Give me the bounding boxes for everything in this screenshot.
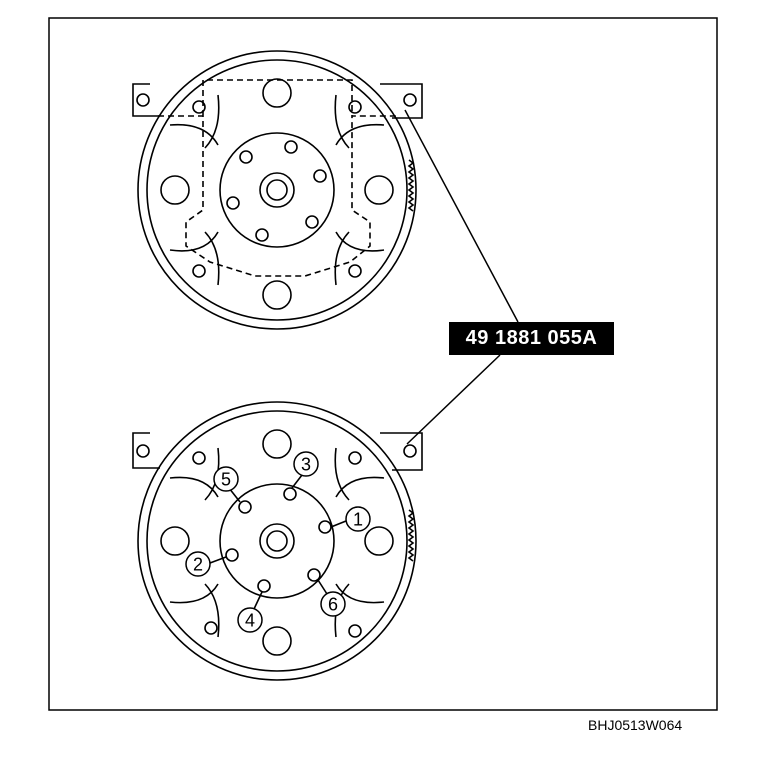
lower-hub bbox=[219, 483, 335, 599]
sequence-number-6: 6 bbox=[320, 591, 346, 617]
leader-line-upper bbox=[404, 109, 519, 323]
upper-ring-gear bbox=[407, 159, 415, 212]
svg-text:6: 6 bbox=[328, 595, 338, 615]
sequence-number-1: 1 bbox=[345, 506, 371, 532]
svg-text:4: 4 bbox=[245, 611, 255, 631]
upper-hub bbox=[219, 132, 335, 248]
lower-flywheel bbox=[132, 401, 423, 681]
lower-outer-ring bbox=[137, 401, 417, 681]
sequence-number-5: 5 bbox=[213, 466, 239, 492]
sequence-numbers: 1 2 3 4 5 6 bbox=[185, 451, 371, 633]
svg-text:5: 5 bbox=[221, 470, 231, 490]
sequence-number-2: 2 bbox=[185, 551, 211, 577]
leader-line-lower bbox=[406, 354, 501, 445]
svg-text:3: 3 bbox=[301, 455, 311, 475]
upper-bracket bbox=[132, 83, 423, 119]
svg-text:2: 2 bbox=[193, 555, 203, 575]
upper-outer-ring bbox=[137, 50, 417, 330]
sequence-number-3: 3 bbox=[293, 451, 319, 477]
upper-flywheel bbox=[132, 50, 423, 330]
figure-code: BHJ0513W064 bbox=[588, 717, 683, 733]
lower-bracket bbox=[132, 432, 423, 471]
sequence-number-4: 4 bbox=[237, 607, 263, 633]
upper-tool-outline bbox=[158, 79, 398, 277]
figure-border bbox=[48, 17, 718, 711]
lower-ring-gear bbox=[407, 509, 415, 562]
svg-text:1: 1 bbox=[353, 510, 363, 530]
tool-number-label: 49 1881 055A bbox=[449, 322, 614, 355]
